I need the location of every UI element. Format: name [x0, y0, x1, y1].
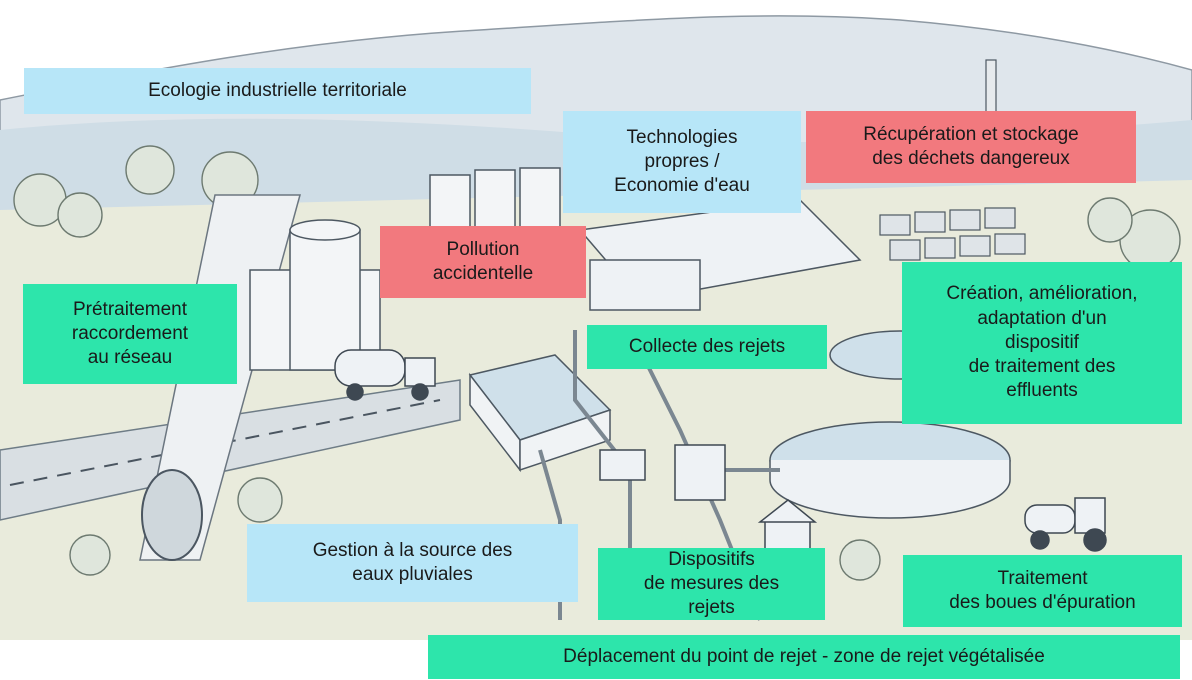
tanker-truck [334, 349, 436, 401]
pipe-mouth [141, 469, 203, 561]
label-gestion-eaux-pluviales: Gestion à la source des eaux pluviales [247, 524, 578, 602]
label-deplacement-point-rejet: Déplacement du point de rejet - zone de … [428, 635, 1180, 679]
measurement-device [599, 444, 726, 501]
label-dispositifs-mesures: Dispositifs de mesures des rejets [598, 548, 825, 620]
clarifier-tanks [769, 330, 1011, 519]
sludge-tractor [1024, 497, 1107, 552]
waste-storage [879, 207, 1026, 261]
label-collecte-rejets: Collecte des rejets [587, 325, 827, 369]
factory-hall [578, 199, 862, 311]
label-creation-dispositif: Création, amélioration, adaptation d'un … [902, 262, 1182, 424]
label-ecologie-industrielle: Ecologie industrielle territoriale [24, 68, 531, 114]
label-traitement-boues: Traitement des boues d'épuration [903, 555, 1182, 627]
trees [13, 145, 1181, 581]
label-recuperation-dechets: Récupération et stockage des déchets dan… [806, 111, 1136, 183]
label-technologies-propres: Technologies propres / Economie d'eau [563, 111, 801, 213]
label-pretraitement: Prétraitement raccordement au réseau [23, 284, 237, 384]
label-pollution-accidentelle: Pollution accidentelle [380, 226, 586, 298]
